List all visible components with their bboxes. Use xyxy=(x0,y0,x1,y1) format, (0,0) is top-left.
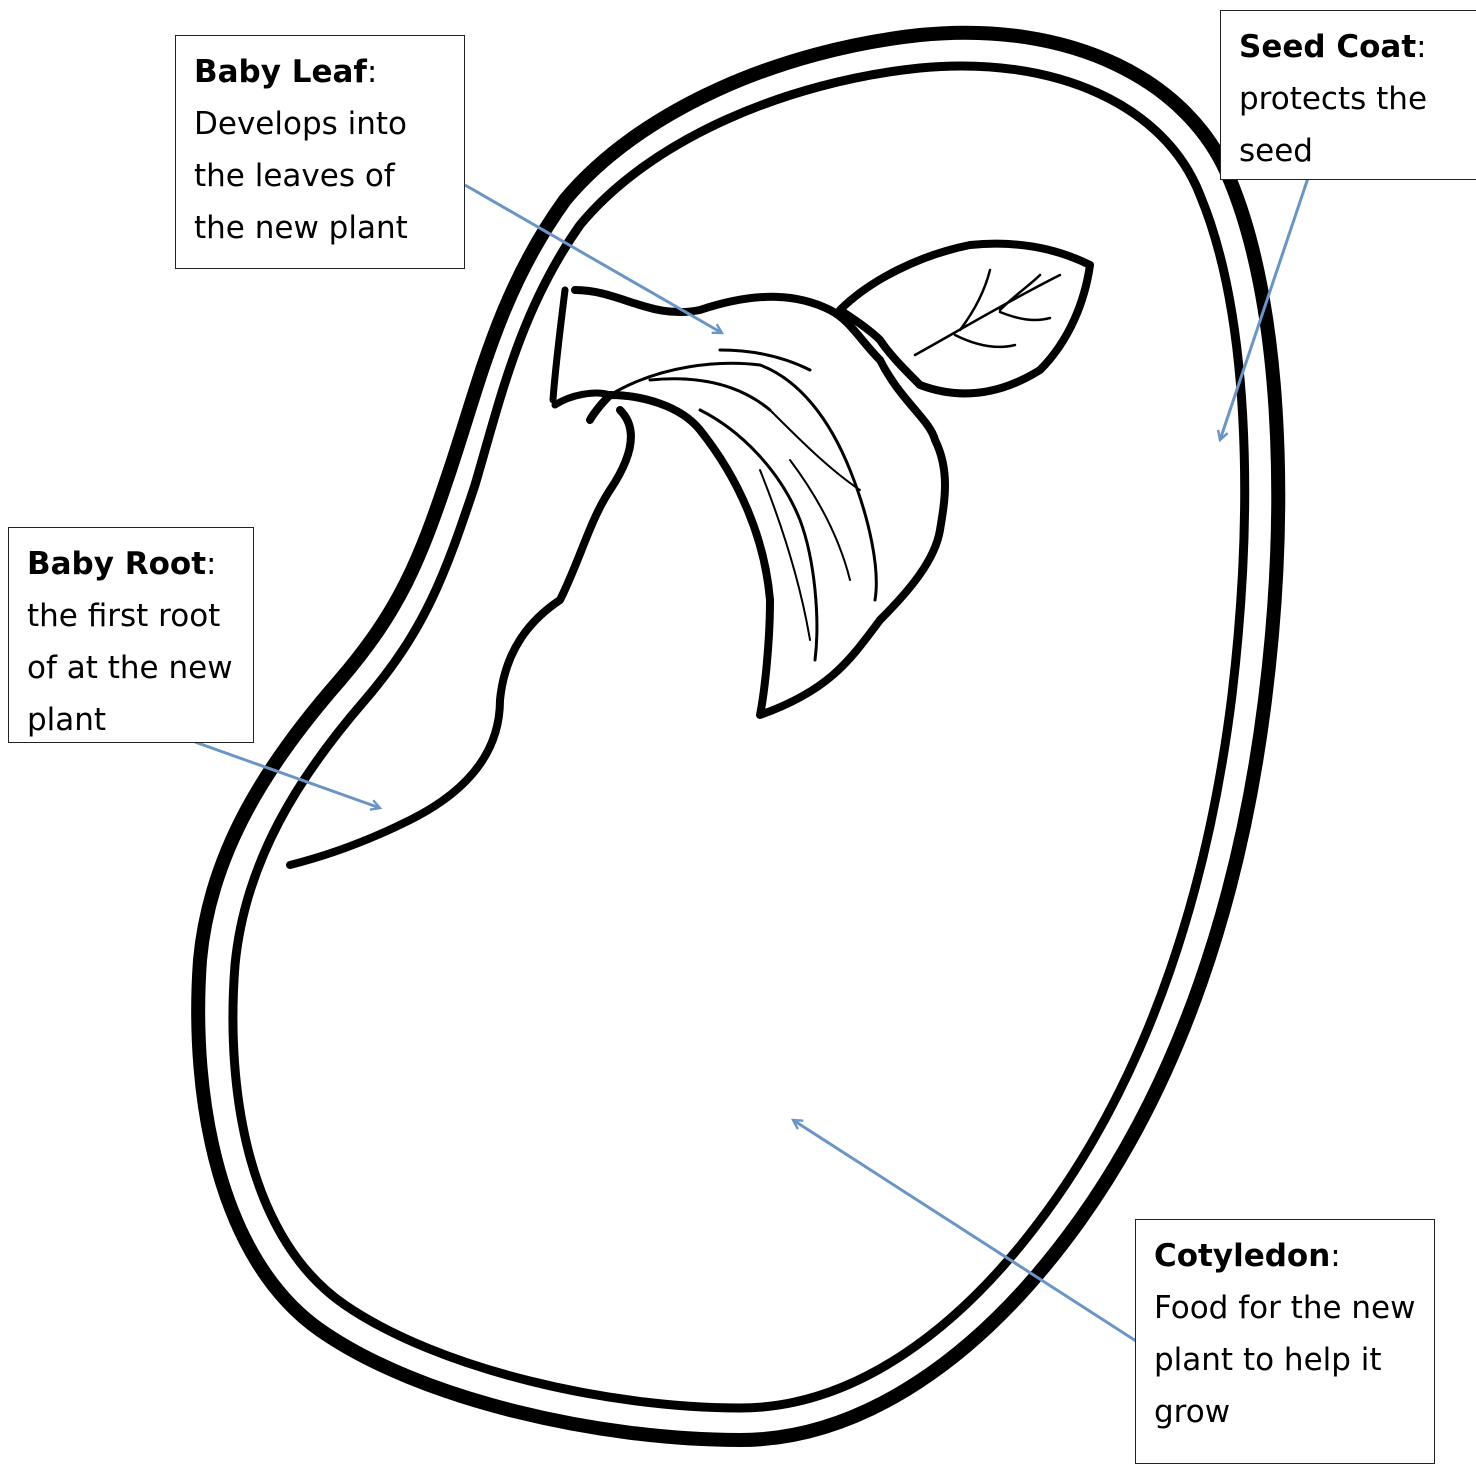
label-baby-root-sep: : xyxy=(206,546,216,582)
label-cotyledon-term: Cotyledon xyxy=(1154,1238,1330,1274)
label-baby-root: Baby Root: the first root of at the new … xyxy=(8,527,254,743)
label-baby-leaf: Baby Leaf: Develops into the leaves of t… xyxy=(175,35,465,269)
label-baby-leaf-term: Baby Leaf xyxy=(194,54,367,90)
root-boundary-line xyxy=(290,410,631,865)
label-baby-leaf-desc: Develops into the leaves of the new plan… xyxy=(194,106,408,246)
arrow-cotyledon xyxy=(793,1120,1150,1350)
label-seed-coat-sep: : xyxy=(1416,29,1426,65)
label-seed-coat-desc: protects the seed xyxy=(1239,81,1427,169)
label-seed-coat: Seed Coat: protects the seed xyxy=(1220,10,1476,180)
stem-inner-line xyxy=(553,290,610,405)
label-cotyledon: Cotyledon: Food for the new plant to hel… xyxy=(1135,1219,1435,1464)
label-baby-leaf-sep: : xyxy=(367,54,377,90)
label-cotyledon-desc: Food for the new plant to help it grow xyxy=(1154,1290,1415,1430)
small-leaf-veins xyxy=(915,270,1060,355)
label-baby-root-term: Baby Root xyxy=(27,546,206,582)
label-baby-root-desc: the first root of at the new plant xyxy=(27,598,233,738)
leaf-veins xyxy=(760,410,860,640)
small-leaf xyxy=(840,244,1090,394)
label-seed-coat-term: Seed Coat xyxy=(1239,29,1416,65)
label-cotyledon-sep: : xyxy=(1330,1238,1340,1274)
